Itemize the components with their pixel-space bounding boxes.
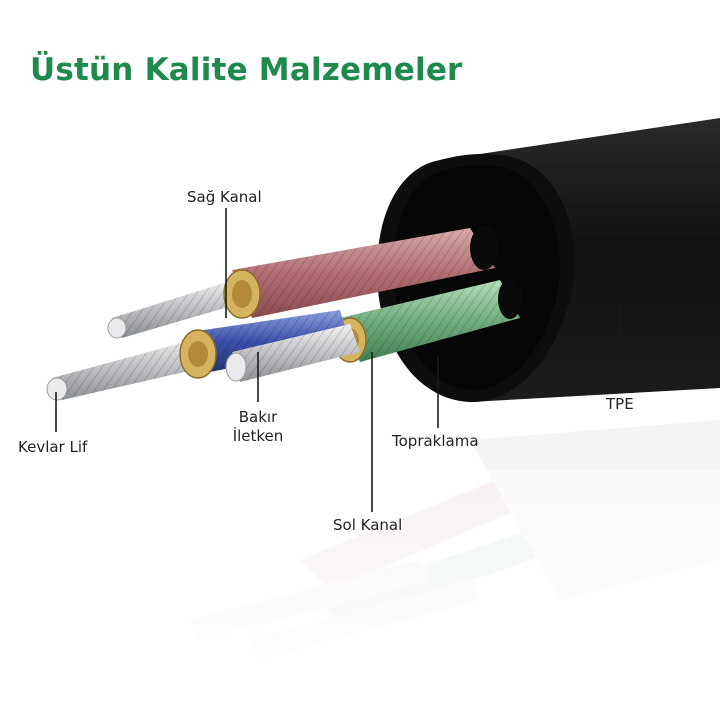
- label-sag-kanal: Sağ Kanal: [187, 188, 262, 206]
- ground-wire: [225, 324, 360, 382]
- label-topraklama: Topraklama: [392, 432, 479, 450]
- right-channel-wire: [223, 226, 498, 319]
- label-tpe: TPE: [606, 395, 634, 413]
- label-bakir-iletken-line1: Bakır: [238, 408, 278, 426]
- reflection-fade: [0, 470, 720, 720]
- page-title: Üstün Kalite Malzemeler: [30, 52, 463, 88]
- label-bakir-iletken: Bakır İletken: [226, 408, 290, 446]
- label-sol-kanal: Sol Kanal: [333, 516, 403, 534]
- label-bakir-iletken-line2: İletken: [232, 427, 284, 445]
- leader-lines: [55, 208, 621, 512]
- label-kevlar-lif: Kevlar Lif: [18, 438, 88, 456]
